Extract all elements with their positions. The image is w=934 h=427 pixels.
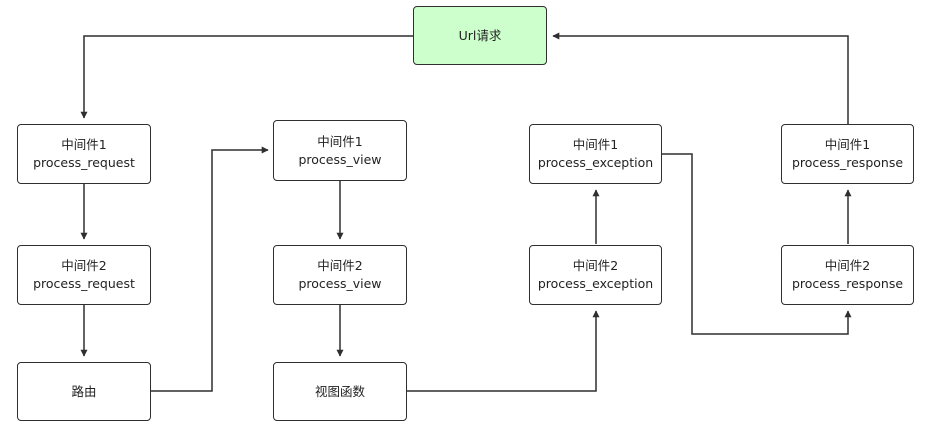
middleware-method: process_request (33, 276, 135, 291)
exception-middleware-2-node: 中间件2 process_exception (529, 245, 662, 305)
url-request-node: Url请求 (413, 6, 547, 65)
routing-node: 路由 (17, 362, 151, 421)
request-middleware-1-node: 中间件1 process_request (17, 124, 151, 184)
middleware-name: 中间件1 (61, 137, 107, 152)
middleware-name: 中间件2 (824, 258, 871, 273)
edge-view-function-to-exception-mw2 (407, 310, 600, 392)
middleware-method: process_view (298, 276, 382, 291)
view-middleware-1-node: 中间件1 process_view (273, 120, 407, 181)
middleware-name: 中间件1 (572, 137, 619, 152)
middleware-method: process_view (298, 151, 382, 167)
response-middleware-1-node: 中间件1 process_response (781, 124, 914, 184)
middleware-method: process_response (791, 276, 904, 291)
middleware-method: process_request (33, 155, 135, 170)
middleware-method: process_response (791, 155, 904, 170)
edge-url-to-request-mw1 (80, 35, 413, 119)
exception-middleware-1-node: 中间件1 process_exception (529, 124, 662, 184)
middleware-name: 中间件2 (61, 258, 107, 273)
middleware-method: process_exception (537, 155, 654, 170)
request-middleware-2-node: 中间件2 process_request (17, 245, 151, 305)
middleware-name: 中间件1 (317, 133, 363, 149)
view-middleware-2-node: 中间件2 process_view (273, 245, 407, 305)
middleware-name: 中间件1 (824, 137, 871, 152)
routing-label: 路由 (71, 383, 97, 399)
edge-exception-mw1-to-response-mw2 (662, 153, 852, 335)
edge-routing-to-view-mw1 (151, 146, 269, 392)
response-middleware-2-node: 中间件2 process_response (781, 245, 914, 305)
view-function-node: 视图函数 (273, 362, 407, 421)
middleware-name: 中间件2 (317, 258, 363, 273)
middleware-name: 中间件2 (572, 258, 619, 273)
view-function-label: 视图函数 (314, 383, 365, 399)
middleware-method: process_exception (537, 276, 654, 291)
url-request-label: Url请求 (458, 27, 502, 43)
edge-response-mw1-to-url (552, 32, 849, 124)
